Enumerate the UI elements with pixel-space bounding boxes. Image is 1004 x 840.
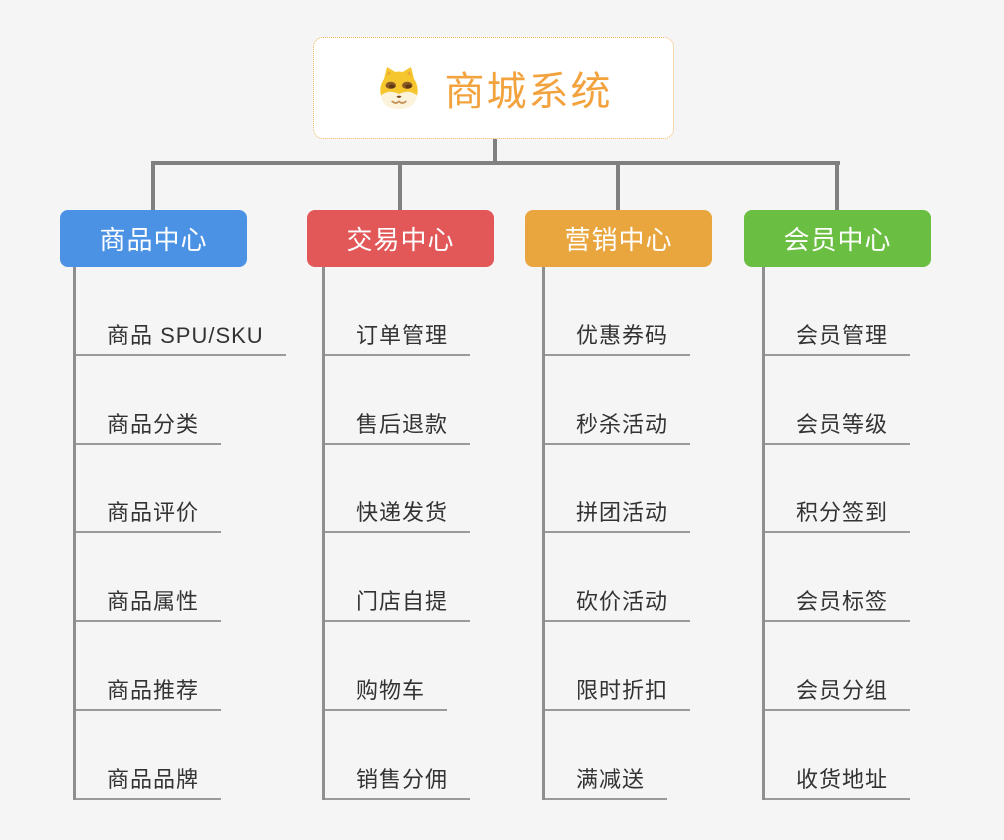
branch-children-product: 商品 SPU/SKU 商品分类 商品评价 商品属性 商品推荐 商品品牌 xyxy=(73,267,306,800)
connector-stub-trade xyxy=(398,161,402,211)
subtopic-item[interactable]: 商品分类 xyxy=(76,413,222,445)
subtopic-item[interactable]: 售后退款 xyxy=(325,413,471,445)
branch-label: 交易中心 xyxy=(346,225,455,255)
list-item: 快递发货 xyxy=(325,445,555,534)
connector-stub-marketing xyxy=(616,161,620,211)
subtopic-item[interactable]: 商品推荐 xyxy=(76,680,222,712)
subtopic-item[interactable]: 收货地址 xyxy=(765,768,911,800)
branch-node-member-center[interactable]: 会员中心 xyxy=(744,210,931,267)
branch-label: 营销中心 xyxy=(564,225,673,255)
subtopic-item[interactable]: 限时折扣 xyxy=(545,680,691,712)
subtopic-item[interactable]: 快递发货 xyxy=(325,502,471,534)
subtopic-item[interactable]: 会员标签 xyxy=(765,591,911,623)
list-item: 商品品牌 xyxy=(76,711,306,800)
list-item: 满减送 xyxy=(545,711,775,800)
branch-label: 商品中心 xyxy=(99,225,208,255)
subtopic-item[interactable]: 会员分组 xyxy=(765,680,911,712)
branch-node-product-center[interactable]: 商品中心 xyxy=(60,210,247,267)
subtopic-item[interactable]: 积分签到 xyxy=(765,502,911,534)
list-item: 积分签到 xyxy=(765,445,995,534)
subtopic-item[interactable]: 订单管理 xyxy=(325,324,471,356)
root-title: 商城系统 xyxy=(444,70,613,114)
connector-bus xyxy=(151,161,840,165)
branch-node-marketing-center[interactable]: 营销中心 xyxy=(525,210,712,267)
subtopic-item[interactable]: 满减送 xyxy=(545,768,668,800)
subtopic-item[interactable]: 购物车 xyxy=(325,680,448,712)
subtopic-item[interactable]: 门店自提 xyxy=(325,591,471,623)
connector-stub-product xyxy=(151,161,155,211)
list-item: 会员管理 xyxy=(765,267,995,356)
list-item: 秒杀活动 xyxy=(545,356,775,445)
list-item: 会员标签 xyxy=(765,533,995,623)
connector-root-stub xyxy=(493,138,497,165)
subtopic-item[interactable]: 会员管理 xyxy=(765,324,911,356)
list-item: 售后退款 xyxy=(325,356,555,445)
subtopic-item[interactable]: 会员等级 xyxy=(765,413,911,445)
list-item: 会员分组 xyxy=(765,622,995,712)
list-item: 商品属性 xyxy=(76,533,306,623)
branch-children-member: 会员管理 会员等级 积分签到 会员标签 会员分组 收货地址 xyxy=(762,267,995,800)
list-item: 优惠券码 xyxy=(545,267,775,356)
root-node[interactable]: 商城系统 xyxy=(313,37,674,139)
list-item: 会员等级 xyxy=(765,356,995,445)
doge-icon xyxy=(379,67,418,109)
branch-children-marketing: 优惠券码 秒杀活动 拼团活动 砍价活动 限时折扣 满减送 xyxy=(542,267,775,800)
list-item: 购物车 xyxy=(325,622,555,712)
list-item: 订单管理 xyxy=(325,267,555,356)
connector-stub-member xyxy=(835,161,839,211)
list-item: 商品推荐 xyxy=(76,622,306,712)
list-item: 商品评价 xyxy=(76,445,306,534)
subtopic-item[interactable]: 秒杀活动 xyxy=(545,413,691,445)
subtopic-item[interactable]: 商品评价 xyxy=(76,502,222,534)
branch-children-trade: 订单管理 售后退款 快递发货 门店自提 购物车 销售分佣 xyxy=(322,267,555,800)
subtopic-item[interactable]: 砍价活动 xyxy=(545,591,691,623)
subtopic-item[interactable]: 商品属性 xyxy=(76,591,222,623)
subtopic-item[interactable]: 拼团活动 xyxy=(545,502,691,534)
list-item: 商品分类 xyxy=(76,356,306,445)
subtopic-item[interactable]: 销售分佣 xyxy=(325,768,471,800)
subtopic-item[interactable]: 商品品牌 xyxy=(76,768,222,800)
list-item: 门店自提 xyxy=(325,533,555,623)
branch-label: 会员中心 xyxy=(783,225,892,255)
subtopic-item[interactable]: 优惠券码 xyxy=(545,324,691,356)
list-item: 拼团活动 xyxy=(545,445,775,534)
list-item: 商品 SPU/SKU xyxy=(76,267,306,356)
subtopic-item[interactable]: 商品 SPU/SKU xyxy=(76,324,286,356)
list-item: 砍价活动 xyxy=(545,533,775,623)
branch-node-trade-center[interactable]: 交易中心 xyxy=(307,210,494,267)
list-item: 收货地址 xyxy=(765,711,995,800)
list-item: 限时折扣 xyxy=(545,622,775,712)
list-item: 销售分佣 xyxy=(325,711,555,800)
